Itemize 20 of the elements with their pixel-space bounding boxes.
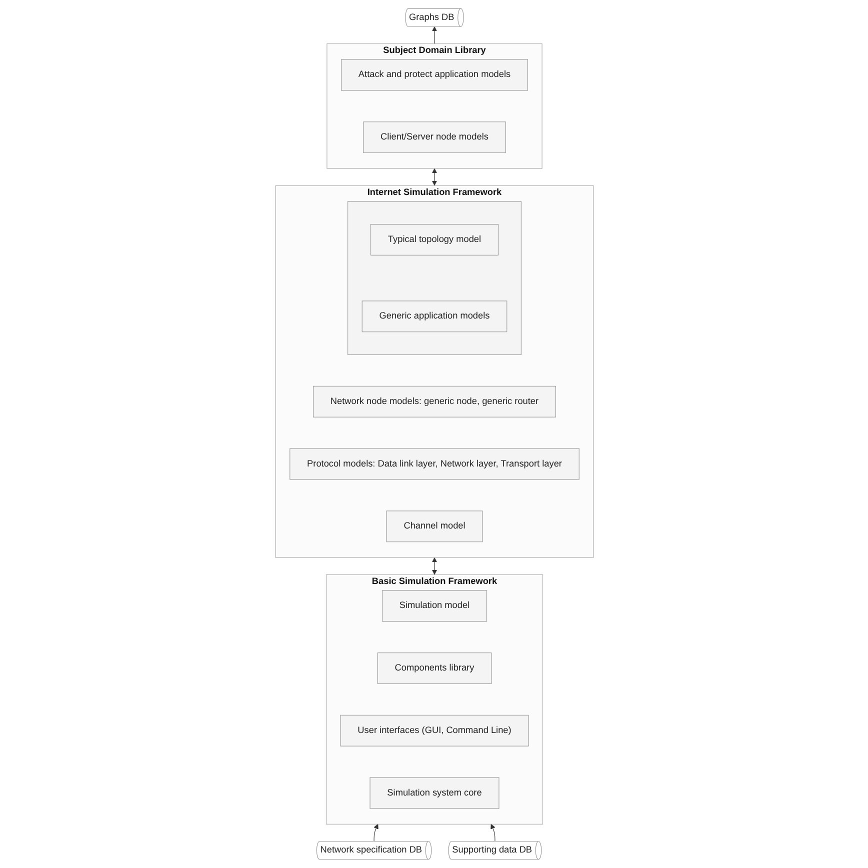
node-box: Protocol models: Data link layer, Network layer, Transport layer (289, 448, 579, 480)
node-box: Channel model (386, 510, 482, 542)
node-box: Network node models: generic node, generic router (312, 386, 556, 418)
arrow (490, 824, 495, 842)
node-box: Typical topology model (370, 224, 498, 256)
arrow (431, 26, 437, 44)
node-box: Components library (376, 652, 492, 684)
node-box: Generic application models (361, 300, 507, 332)
node-box: Simulation model (381, 590, 487, 622)
node-box: Client/Server node models (362, 122, 506, 154)
node-text: Supporting data DB (452, 845, 532, 855)
node-box: Simulation system core (369, 777, 499, 809)
arrow (373, 824, 378, 842)
node-text: Network specification DB (320, 845, 422, 855)
arrow (431, 168, 437, 186)
arrow (431, 557, 437, 575)
cluster (347, 201, 521, 356)
node-text: Graphs DB (408, 12, 454, 22)
node-box: Attack and protect application models (340, 59, 528, 91)
node-box: User interfaces (GUI, Command Line) (340, 714, 528, 746)
